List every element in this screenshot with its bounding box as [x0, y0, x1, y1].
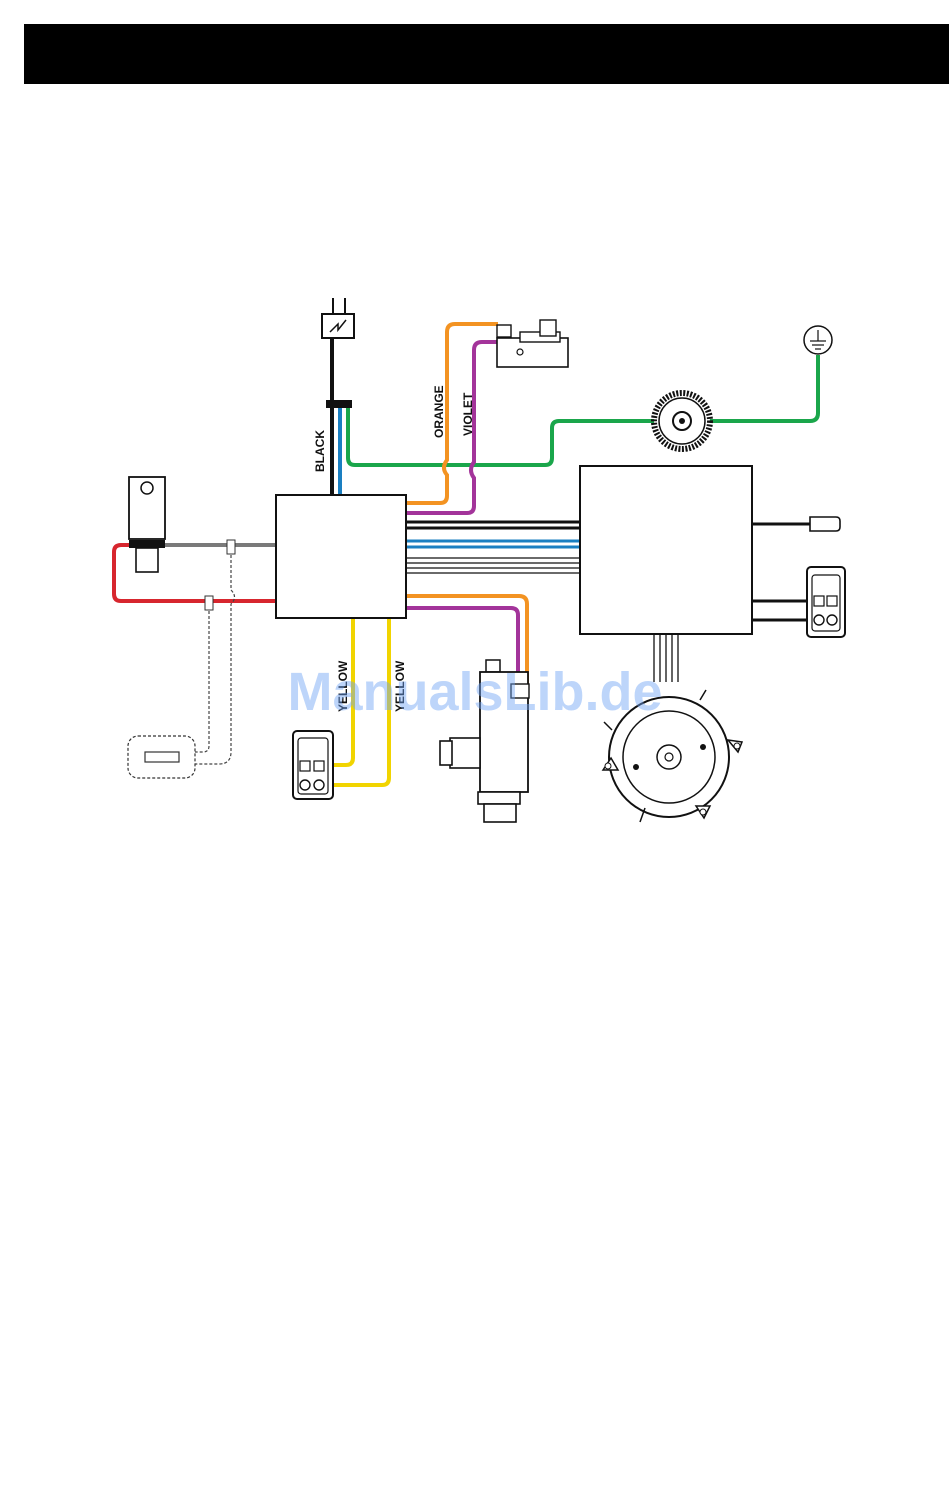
- ground-symbol: [804, 326, 832, 354]
- temperature-probe: [810, 517, 840, 531]
- label-violet: VIOLET: [461, 392, 475, 436]
- micro-switch: [497, 320, 568, 367]
- wire-orange-switch: [406, 324, 498, 503]
- junction-box: [276, 495, 406, 618]
- cord-clamp: [326, 400, 352, 408]
- control-box: [580, 466, 752, 634]
- wire-violet-switch: [406, 342, 498, 513]
- power-plug: [322, 298, 354, 338]
- terminal-block-right: [807, 567, 845, 637]
- connector-red: [205, 596, 213, 610]
- label-orange: ORANGE: [432, 385, 446, 438]
- thermostat-switch: [129, 477, 165, 572]
- terminal-block-left: [293, 731, 333, 799]
- wire-dashed-sensor-2: [195, 596, 209, 752]
- label-black: BLACK: [313, 430, 327, 472]
- wire-dashed-sensor-1: [195, 540, 235, 764]
- watermark: ManualsLib.de: [287, 662, 662, 722]
- wire-green-ground: [348, 355, 818, 465]
- connector-gray: [227, 540, 235, 554]
- dashed-sensor-pad: [128, 736, 195, 778]
- gear-knob: [654, 393, 710, 449]
